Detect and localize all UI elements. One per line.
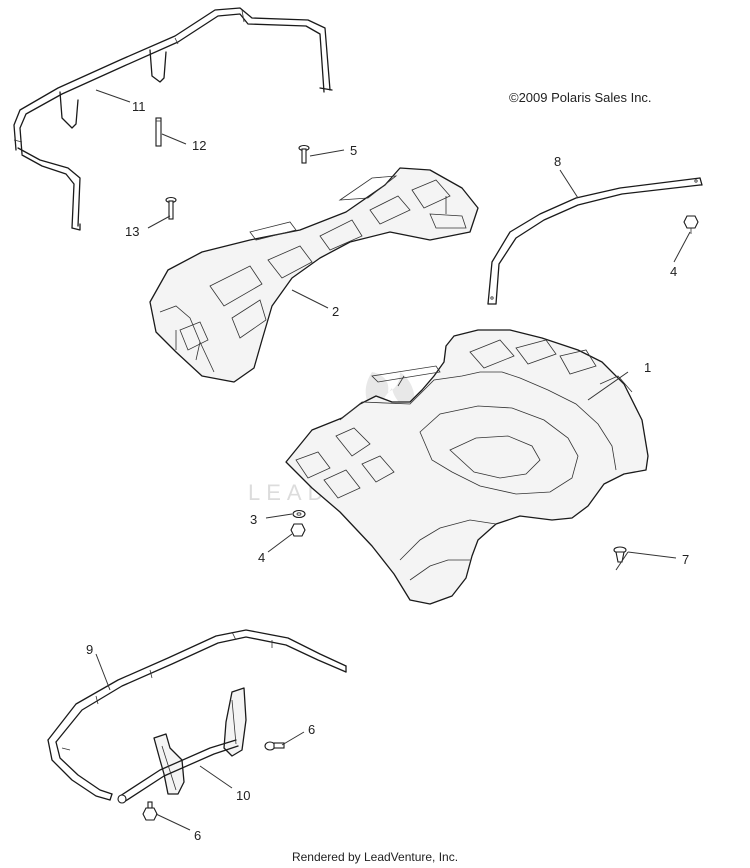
rendered-by-footer: Rendered by LeadVenture, Inc. xyxy=(291,850,459,864)
part-11-upper-rack-rail[interactable] xyxy=(13,7,333,231)
part-6-bolt-upper[interactable] xyxy=(264,741,285,751)
callout-8: 8 xyxy=(554,154,561,169)
part-10-support-bracket[interactable] xyxy=(117,687,247,804)
part-7-push-rivet[interactable] xyxy=(613,546,627,563)
part-5-bolt[interactable] xyxy=(298,144,310,164)
callout-10: 10 xyxy=(236,788,250,803)
callout-6-lower: 6 xyxy=(194,828,201,843)
callout-labels: 1 2 3 4 4 5 6 6 7 8 9 10 11 12 13 xyxy=(86,99,689,843)
callout-6-upper: 6 xyxy=(308,722,315,737)
callout-9: 9 xyxy=(86,642,93,657)
callout-13: 13 xyxy=(125,224,139,239)
leader-lines xyxy=(95,89,691,831)
callout-11: 11 xyxy=(132,99,146,114)
part-6-bolt-lower[interactable] xyxy=(142,801,158,821)
part-3-washer[interactable] xyxy=(292,509,306,519)
callout-2: 2 xyxy=(332,304,339,319)
copyright-notice: ©2009 Polaris Sales Inc. xyxy=(509,90,652,105)
callout-4-lower: 4 xyxy=(258,550,265,565)
part-4-nut-upper[interactable] xyxy=(683,215,699,234)
part-13-bolt[interactable] xyxy=(165,196,177,220)
part-8-side-rack-rail[interactable] xyxy=(487,177,703,305)
callout-3: 3 xyxy=(250,512,257,527)
callout-7: 7 xyxy=(682,552,689,567)
part-12-pin[interactable] xyxy=(155,117,162,147)
callout-5: 5 xyxy=(350,143,357,158)
callout-4-upper: 4 xyxy=(670,264,677,279)
callout-12: 12 xyxy=(192,138,206,153)
part-9-lower-rack-rail[interactable] xyxy=(47,629,347,801)
callout-1: 1 xyxy=(644,360,651,375)
part-1-rear-fender[interactable] xyxy=(285,329,649,605)
part-2-rear-rack[interactable] xyxy=(149,167,479,383)
part-4-nut-lower[interactable] xyxy=(290,523,306,537)
